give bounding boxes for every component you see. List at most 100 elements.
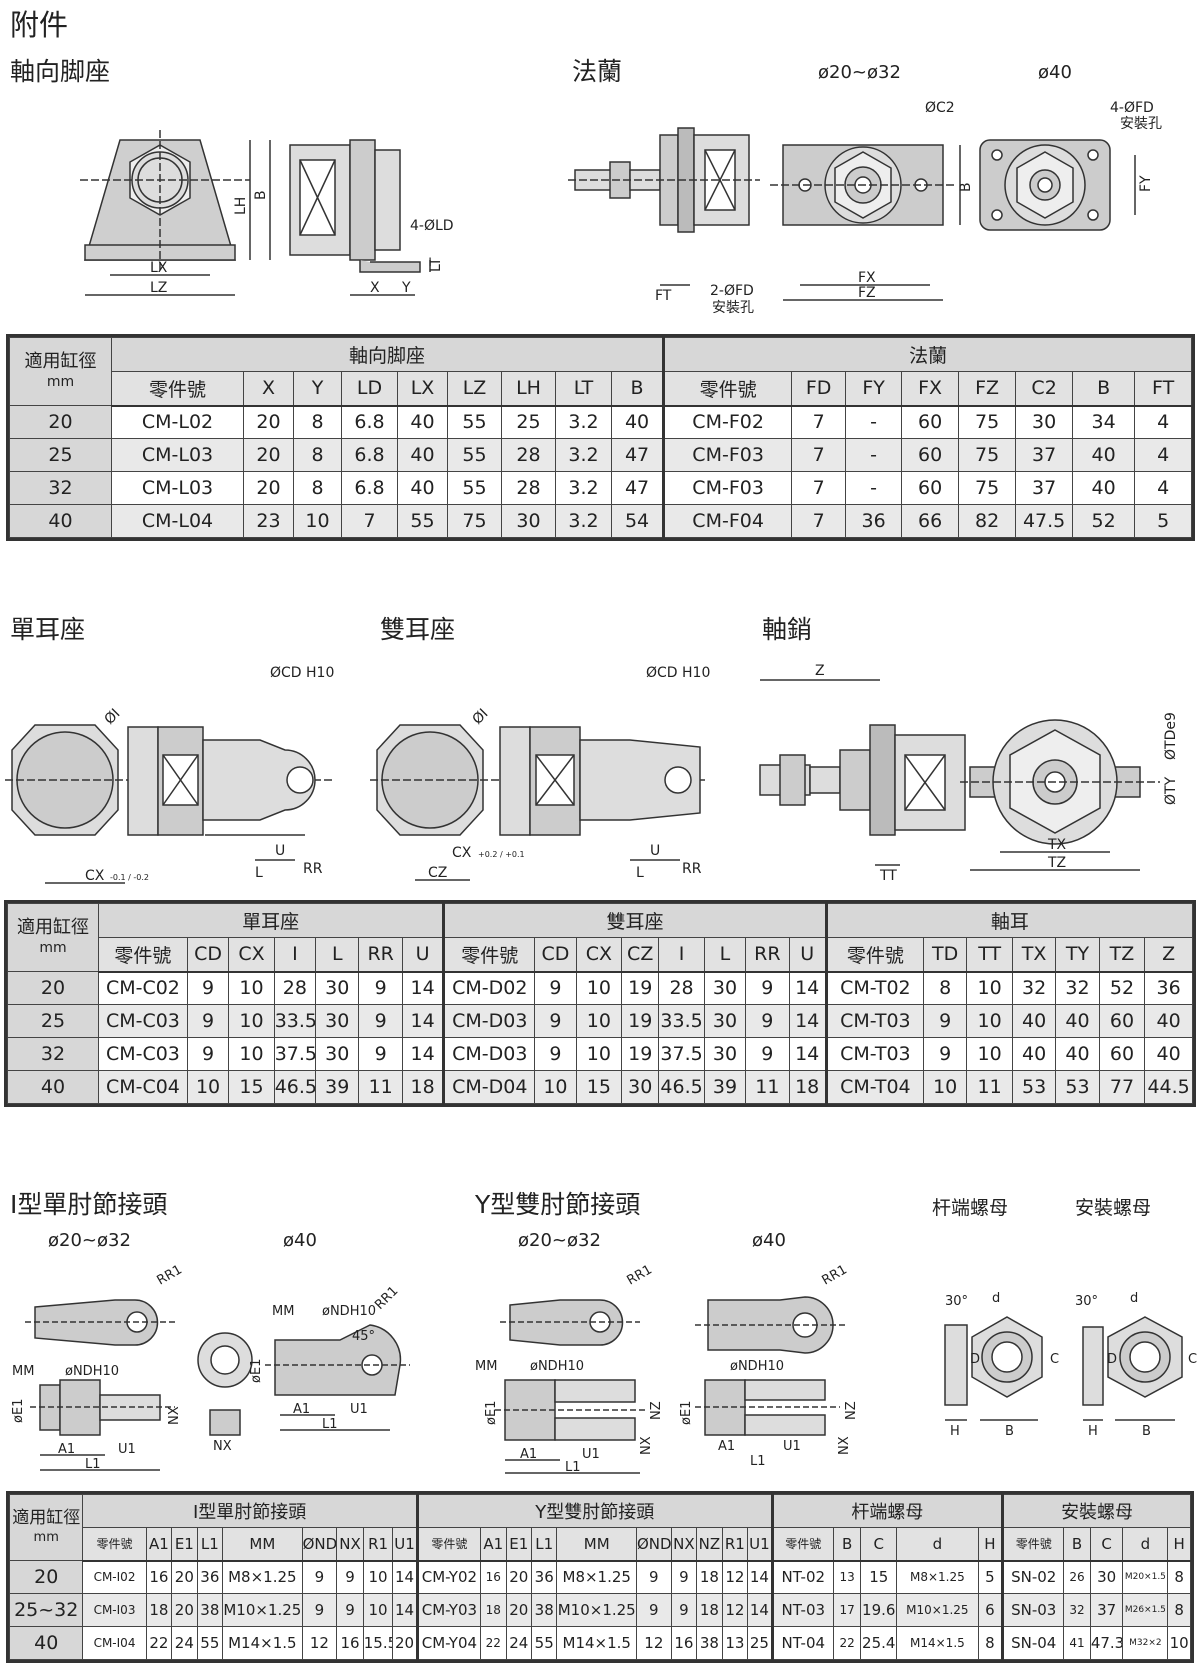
fy-label: FY [1138,175,1154,192]
col-header: I [273,937,317,973]
table-cell: 12 [636,1626,672,1660]
ndh1-label: øNDH10 [65,1364,119,1379]
table-cell: 16 [670,1626,698,1660]
col-header: B [1063,1527,1091,1562]
table-cell: 40 [1072,438,1136,472]
table-cell: 13 [832,1560,862,1594]
table-cell: 24 [505,1626,532,1660]
table-cell: 38 [530,1593,558,1627]
table-cell: 8 [1167,1593,1191,1627]
nzb-label: NZ [844,1401,859,1420]
ndh3-label: øNDH10 [530,1359,584,1374]
a1b-label: A1 [293,1402,310,1417]
Ca-label: C [1050,1352,1059,1367]
bore-unit: mm [46,373,75,390]
table-cell: 75 [958,471,1017,505]
table-cell: 9 [636,1560,672,1594]
col-header: A1 [480,1527,507,1562]
table-cell: 9 [186,971,230,1005]
col-header: ØND [301,1527,338,1562]
table-cell: 12 [721,1593,749,1627]
tx-label: TX [1047,837,1067,853]
table-cell: 14 [401,971,445,1005]
col-header: 零件號 [442,937,536,973]
table-cell: NT-03 [770,1593,834,1627]
table-cell: 37.5 [273,1037,317,1071]
table-cell: 9 [336,1560,364,1594]
table-cell: 37.5 [658,1037,705,1071]
table-cell: 14 [401,1037,445,1071]
col-header: CD [534,937,577,973]
table-cell: 37 [1015,471,1074,505]
lh-label: LH [233,197,249,215]
a1c-label: A1 [520,1447,537,1462]
table-cell: 14 [392,1560,418,1594]
col-header: U1 [747,1527,773,1562]
flange-title: 法蘭 [572,57,623,86]
table-cell: CM-D03 [442,1037,536,1071]
table-cell: 10 [966,1004,1013,1038]
table-cell: 9 [670,1593,698,1627]
e1c-label: øE1 [484,1401,499,1425]
table-cell: 55 [447,438,502,472]
table-cell: 5 [1134,504,1193,538]
table-cell: M10×1.25 [556,1593,637,1627]
table-cell: 82 [958,504,1017,538]
table-cell: 13 [721,1626,749,1660]
table-cell: 11 [745,1070,790,1104]
table-cell: - [845,405,903,439]
i2-label: ØI [470,706,492,728]
table-cell: 54 [610,504,665,538]
table-cell: 28 [273,971,317,1005]
col-header: R1 [721,1527,749,1562]
bore-unit: mm [39,939,67,956]
table-cell: 55 [447,405,502,439]
col-header: NZ [696,1527,723,1562]
Ba-label: B [1005,1424,1014,1439]
group-single-clevis: 單耳座 [97,903,445,938]
Bb-label: B [1142,1424,1151,1439]
table-cell: 25 [7,1004,99,1038]
tz-label: TZ [1047,855,1066,871]
table-cell: 14 [788,1037,827,1071]
u1a-label: U1 [118,1442,136,1457]
table-cell: 16 [336,1626,364,1660]
mount-hole2-label: 安裝孔 [712,300,754,316]
table-cell: 8 [977,1626,1004,1660]
rod-nut-title: 杆端螺母 [932,1197,1009,1219]
col-header: E1 [171,1527,198,1562]
table-cell: 40 [1055,1037,1100,1071]
table-cell: 32 [1063,1593,1091,1627]
table-cell: M10×1.25 [222,1593,303,1627]
Ha-label: H [950,1424,960,1439]
table-cell: 10 [966,971,1013,1005]
table-cell: 18 [696,1560,723,1594]
col-header: LT [555,371,612,407]
table-cell: 9 [534,1004,577,1038]
table-cell: CM-L03 [111,471,244,505]
table-cell: 37 [1015,438,1074,472]
table-cell: 40 [1144,1037,1193,1071]
table-cell: 10 [575,1037,623,1071]
table-cell: 52 [1072,504,1136,538]
cx1-label: CX [85,868,105,884]
lx-label: LX [150,260,168,276]
table-cell: CM-T03 [824,1004,924,1038]
deg30a-label: 30° [945,1294,968,1309]
table-cell: 9 [358,1004,403,1038]
table-cell: 53 [1055,1070,1100,1104]
table-cell: 16 [145,1560,173,1594]
table-cell: 39 [315,1070,360,1104]
table-cell: 24 [171,1626,198,1660]
rr1b-label: RR1 [372,1284,401,1313]
i-variant-large: ø40 [283,1230,317,1251]
table-cell: 19 [621,1037,660,1071]
col-header: Y [293,371,342,407]
table-cell: 75 [958,405,1017,439]
